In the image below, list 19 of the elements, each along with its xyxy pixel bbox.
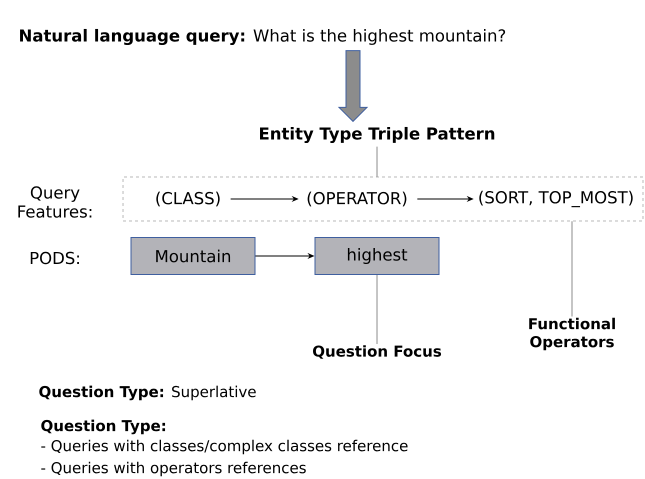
feature-text: (SORT, TOP_MOST) — [479, 190, 633, 208]
feature-text: (CLASS) — [156, 192, 220, 206]
label-text: Query Features: — [18, 186, 92, 218]
annotation-label: Functional Operators — [529, 318, 615, 350]
dashed-box — [122, 176, 644, 222]
process-box: Mountain — [130, 237, 256, 275]
label-text: - Queries with classes/complex classes reference — [41, 440, 408, 454]
leader-line — [376, 146, 378, 178]
query-text: Natural language query: What is the highest mountain? — [20, 28, 506, 46]
label-text: - Queries with operators references — [41, 462, 306, 476]
label-text: Question Type: Superlative — [39, 386, 256, 400]
annotation-label: Entity Type Triple Pattern — [260, 126, 494, 144]
annotation-label: Question Focus — [313, 345, 442, 359]
feature-text: (OPERATOR) — [308, 192, 406, 206]
label-text: PODS: — [30, 252, 79, 264]
block-arrow — [338, 50, 368, 122]
label-text: Question Type: — [41, 420, 166, 434]
process-box: highest — [314, 237, 440, 275]
leader-line — [376, 274, 378, 344]
